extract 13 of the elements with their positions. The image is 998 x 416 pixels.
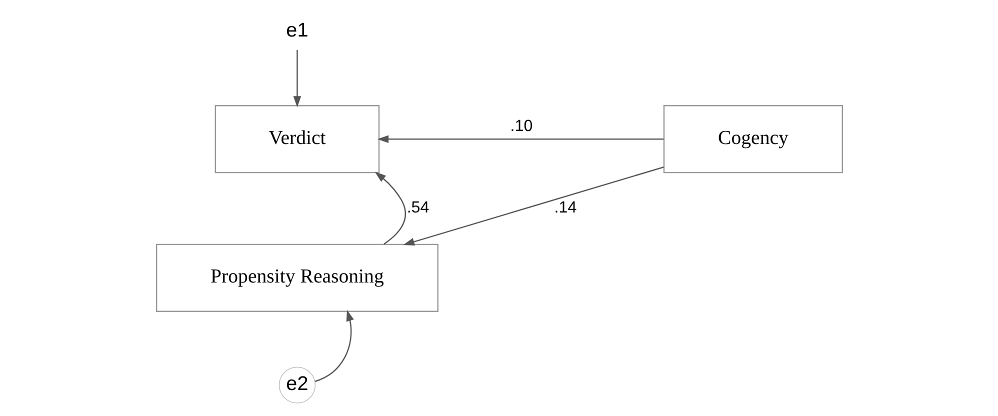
arrow [292, 50, 301, 107]
edge-label: .10 [510, 116, 532, 134]
node-box: Cogency [662, 104, 843, 173]
node-box: Propensity Reasoning [155, 243, 438, 312]
edge-label: .14 [554, 198, 576, 216]
arrow [374, 171, 406, 244]
node-box: Verdict [214, 104, 380, 173]
node-circle: e2 [278, 366, 316, 403]
arrow [314, 309, 354, 382]
arrow [402, 166, 664, 246]
edge-label: .54 [406, 198, 429, 216]
arrow [376, 134, 664, 143]
node-text: e1 [286, 19, 308, 42]
